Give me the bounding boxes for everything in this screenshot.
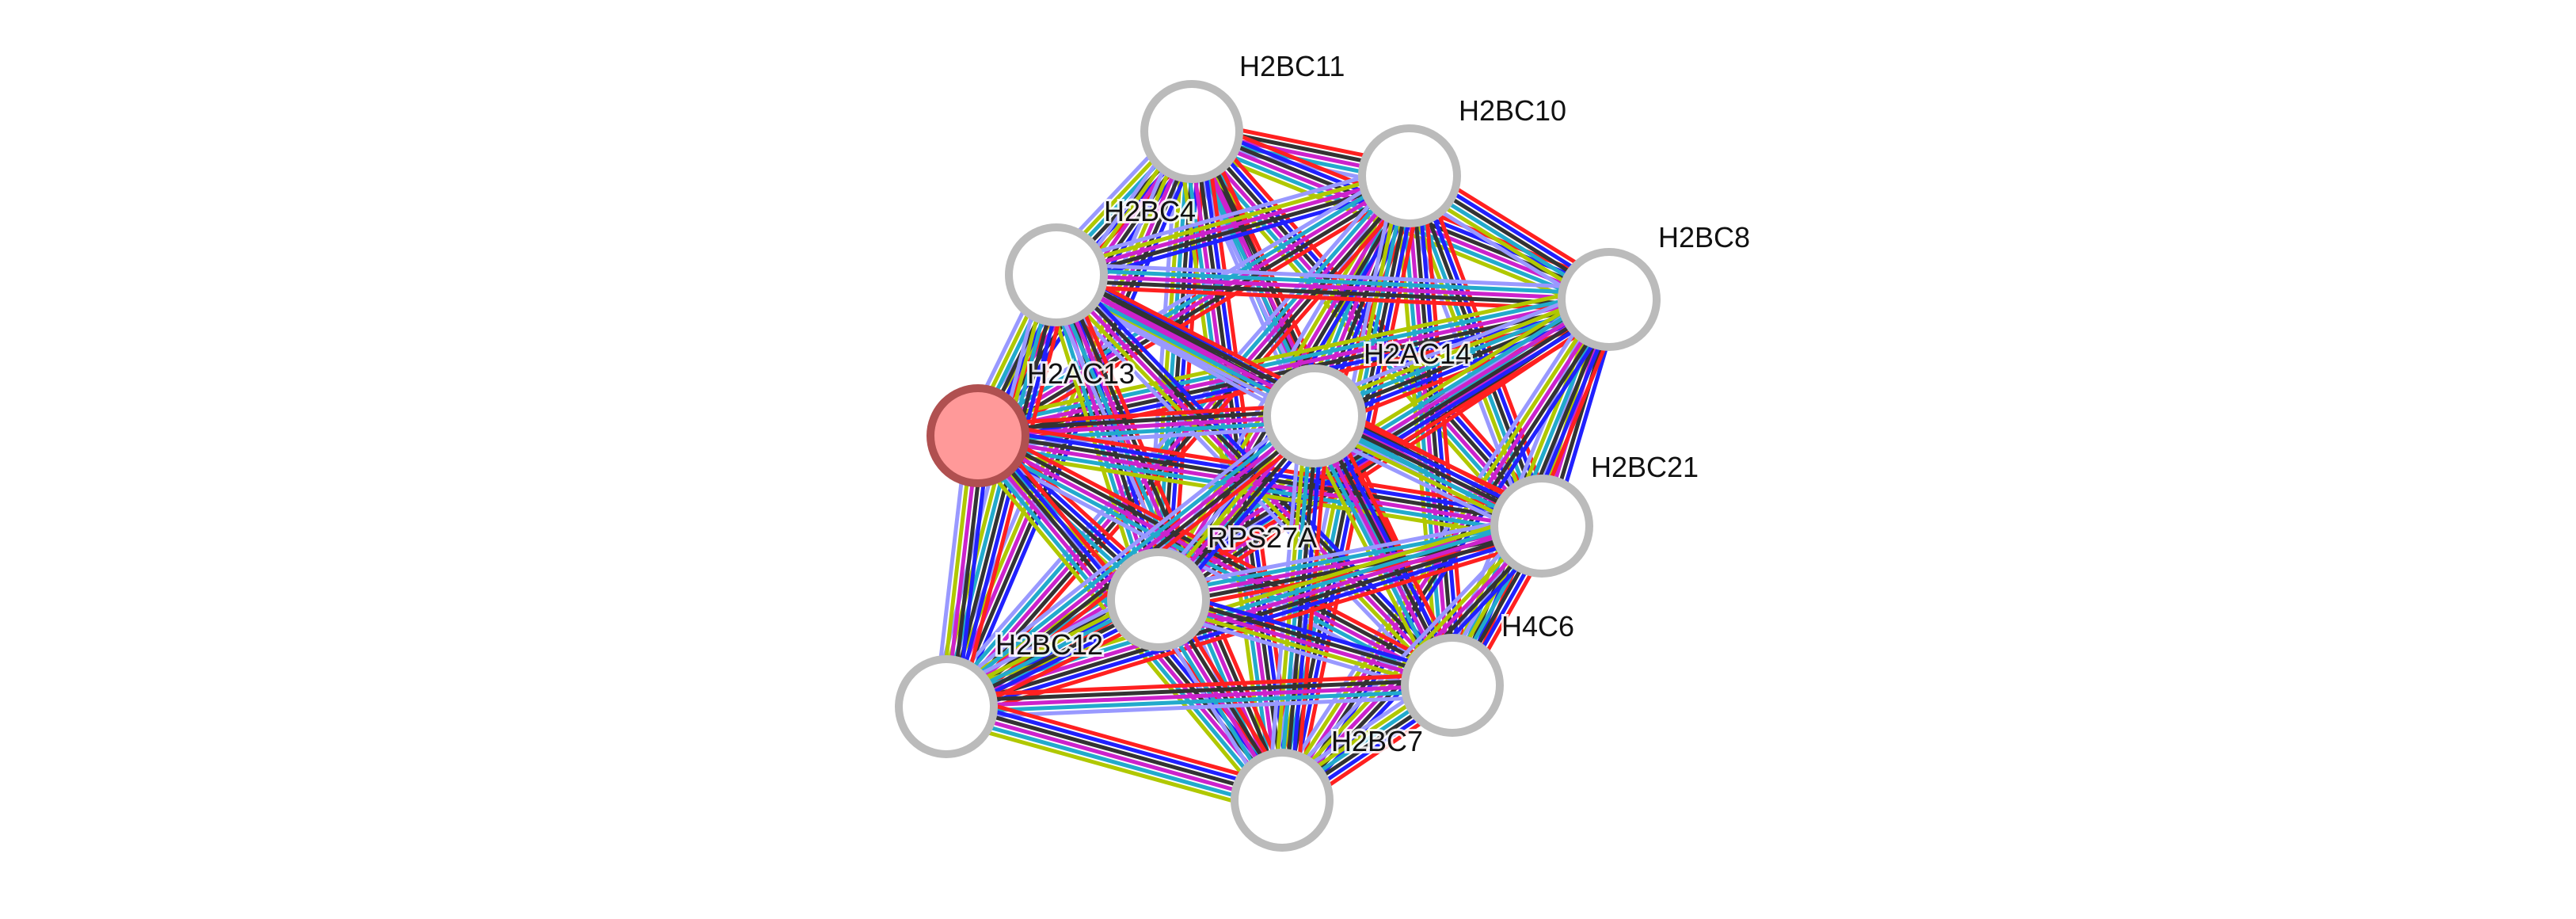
node-H2BC8[interactable]: H2BC8 xyxy=(1558,219,1752,351)
edge-H2AC13-H2BC21[interactable] xyxy=(975,447,1540,542)
edge-H2BC10-H2BC4[interactable] xyxy=(1056,174,1410,277)
node-circle[interactable] xyxy=(895,655,998,758)
edge-H2BC8-H2BC4[interactable] xyxy=(1056,261,1610,291)
edge-H2BC8-H2BC4[interactable] xyxy=(1056,273,1610,302)
edge-H2BC10-H2BC7[interactable] xyxy=(1293,178,1425,804)
edge-H2BC12-H4C6[interactable] xyxy=(946,688,1453,715)
node-label: H2AC14 xyxy=(1364,337,1471,370)
edge-H2BC10-H2AC13[interactable] xyxy=(974,169,1408,433)
edge-H2BC12-H4C6[interactable] xyxy=(946,672,1452,698)
node-circle[interactable] xyxy=(1263,364,1366,467)
edge-H2BC11-H2BC21[interactable] xyxy=(1196,124,1550,522)
edge-H2BC21-RPS27A[interactable] xyxy=(1155,513,1540,591)
node-circle[interactable] xyxy=(1358,124,1461,227)
edge-H2BC21-H2BC7[interactable] xyxy=(1273,517,1535,795)
edge-H2AC13-H4C6[interactable] xyxy=(980,429,1456,683)
node-circle[interactable] xyxy=(1231,749,1334,852)
node-circle[interactable] xyxy=(1401,634,1504,737)
edge-H2BC10-H2BC4[interactable] xyxy=(1052,163,1407,266)
node-label: H2BC11 xyxy=(1239,50,1345,82)
edge-H2BC12-H4C6[interactable] xyxy=(946,683,1453,709)
edge-H2BC10-H2BC4[interactable] xyxy=(1054,168,1409,272)
node-H2AC14[interactable]: H2AC14 xyxy=(1263,335,1474,467)
node-circle[interactable] xyxy=(1558,248,1661,351)
node-H2BC10[interactable]: H2BC10 xyxy=(1358,92,1569,227)
edge-H2BC10-H4C6[interactable] xyxy=(1415,174,1463,685)
edge-H2BC12-H2BC7[interactable] xyxy=(948,696,1285,795)
edge-H2BC12-H2BC7[interactable] xyxy=(942,718,1279,816)
edge-H2BC12-H2BC7[interactable] xyxy=(943,712,1280,810)
node-circle[interactable] xyxy=(927,384,1029,487)
edge-H2AC13-H2AC14[interactable] xyxy=(977,408,1315,433)
edge-H2BC8-H2BC4[interactable] xyxy=(1056,267,1610,296)
node-label: H2BC7 xyxy=(1331,725,1423,757)
edge-H2BC10-H2BC12[interactable] xyxy=(940,170,1407,705)
edge-H2AC14-H2BC7[interactable] xyxy=(1288,416,1325,802)
node-label: H2BC10 xyxy=(1459,94,1566,127)
node-label: H2BC21 xyxy=(1591,451,1699,483)
edge-H2BC10-H4C6[interactable] xyxy=(1405,176,1452,686)
edge-H2BC10-H2BC12[interactable] xyxy=(945,174,1411,708)
edge-H2BC12-H4C6[interactable] xyxy=(946,677,1452,704)
node-H2BC4[interactable]: H2BC4 xyxy=(1005,193,1198,326)
edge-H2BC11-H2BC12[interactable] xyxy=(949,132,1199,710)
edge-H2BC12-H2BC7[interactable] xyxy=(949,691,1287,789)
edge-H2AC13-H4C6[interactable] xyxy=(976,433,1454,688)
node-H2AC13[interactable]: H2AC13 xyxy=(927,355,1137,487)
node-circle[interactable] xyxy=(1140,80,1243,183)
node-label: H4C6 xyxy=(1501,610,1574,643)
node-H2BC21[interactable]: H2BC21 xyxy=(1490,448,1701,578)
node-H4C6[interactable]: H4C6 xyxy=(1401,608,1577,737)
edge-H2AC14-H2BC12[interactable] xyxy=(942,410,1313,704)
edge-H2BC12-H2BC7[interactable] xyxy=(945,707,1282,805)
edge-H2BC10-H2BC12[interactable] xyxy=(949,177,1416,712)
edge-H2BC8-H2AC14[interactable] xyxy=(1308,284,1605,406)
edge-H2AC14-H2BC12[interactable] xyxy=(938,406,1309,700)
node-label: H2BC4 xyxy=(1104,195,1196,227)
node-H2BC12[interactable]: H2BC12 xyxy=(895,626,1105,758)
edge-H2AC13-H4C6[interactable] xyxy=(982,424,1459,677)
edge-H2AC13-H2AC14[interactable] xyxy=(977,402,1315,427)
edge-RPS27A-H4C6[interactable] xyxy=(1161,587,1456,677)
node-H2BC7[interactable]: H2BC7 xyxy=(1231,723,1425,852)
edge-H2BC8-H2AC14[interactable] xyxy=(1311,289,1608,410)
edge-H2BC10-H2AC13[interactable] xyxy=(982,183,1417,448)
node-RPS27A[interactable]: RPS27A xyxy=(1107,519,1319,651)
edge-H2BC8-H2BC4[interactable] xyxy=(1056,278,1609,307)
node-circle[interactable] xyxy=(1107,548,1210,651)
edge-H2BC12-H2BC7[interactable] xyxy=(946,702,1284,800)
edge-H2BC10-H2AC13[interactable] xyxy=(980,178,1414,443)
edge-H2BC10-H2AC13[interactable] xyxy=(976,174,1411,438)
node-circle[interactable] xyxy=(1005,223,1108,326)
node-H2BC11[interactable]: H2BC11 xyxy=(1140,48,1347,183)
node-label: H2BC12 xyxy=(995,628,1103,661)
edge-H2BC11-H2BC12[interactable] xyxy=(939,128,1189,706)
edge-H2BC4-H2BC7[interactable] xyxy=(1064,269,1295,797)
node-circle[interactable] xyxy=(1490,475,1593,578)
edges-layer xyxy=(930,116,1624,816)
node-label: H2BC8 xyxy=(1658,221,1750,254)
node-label: RPS27A xyxy=(1208,521,1317,554)
node-label: H2AC13 xyxy=(1027,357,1135,390)
